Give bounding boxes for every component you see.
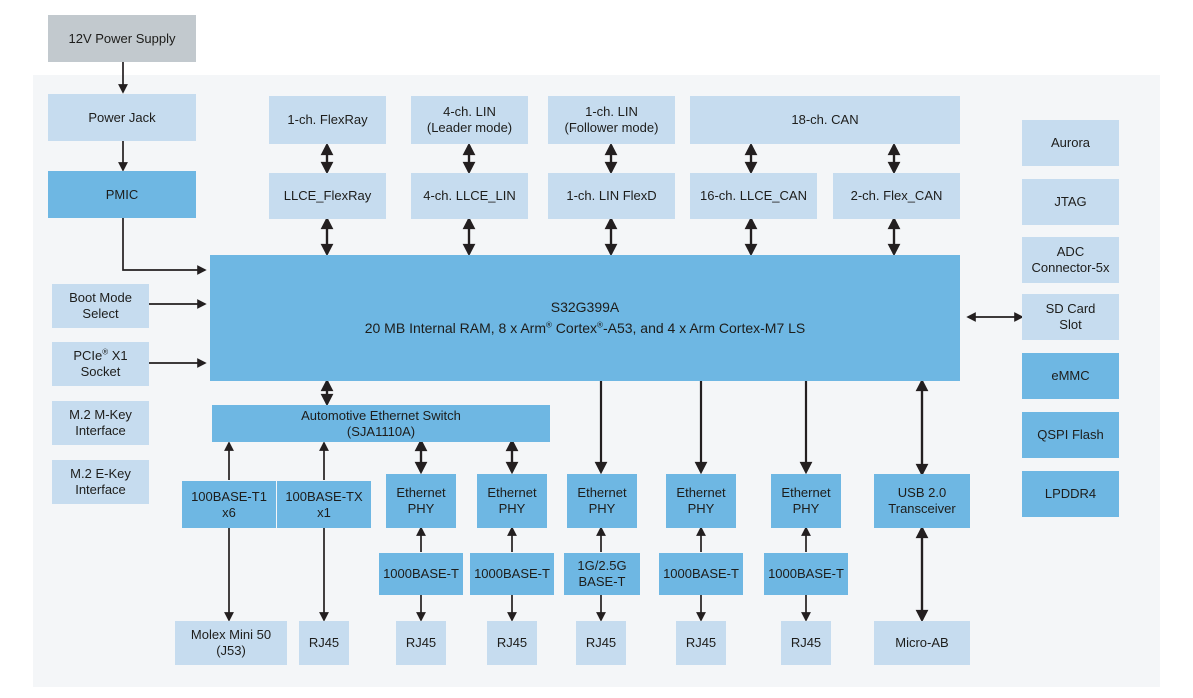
switch-part-label: (SJA1110A)	[346, 423, 416, 439]
block-aurora: Aurora	[1022, 120, 1119, 166]
block-llce-flexray: LLCE_FlexRay	[269, 173, 386, 219]
block-label: RJ45	[496, 635, 528, 651]
block-connector-rj45-1: RJ45	[299, 621, 349, 665]
block-jtag: JTAG	[1022, 179, 1119, 225]
block-12v-power-supply: 12V Power Supply	[48, 15, 196, 62]
block-label: Ethernet PHY	[781, 485, 831, 516]
block-soc-s32g399a: S32G399A 20 MB Internal RAM, 8 x Arm® Co…	[210, 255, 960, 381]
block-ethernet-phy-5: Ethernet PHY	[771, 474, 841, 528]
block-1ch-lin-flexd: 1-ch. LIN FlexD	[548, 173, 675, 219]
block-1ch-flexray: 1-ch. FlexRay	[269, 96, 386, 144]
block-label: 4-ch. LIN (Leader mode)	[426, 104, 513, 135]
block-label: Ethernet PHY	[676, 485, 726, 516]
block-label: Aurora	[1050, 135, 1091, 151]
block-label: Ethernet PHY	[396, 485, 446, 516]
block-connector-rj45-4: RJ45	[576, 621, 626, 665]
block-ethernet-phy-2: Ethernet PHY	[477, 474, 547, 528]
block-label: 1000BASE-T	[474, 566, 550, 582]
block-automotive-ethernet-switch: Automotive Ethernet Switch (SJA1110A)	[212, 405, 550, 442]
block-ethernet-phy-4: Ethernet PHY	[666, 474, 736, 528]
block-ethernet-phy-1: Ethernet PHY	[386, 474, 456, 528]
block-ethernet-phy-3: Ethernet PHY	[567, 474, 637, 528]
switch-label: Automotive Ethernet Switch	[301, 407, 461, 423]
block-label: 1000BASE-T	[768, 566, 844, 582]
block-media-1000base-t-5: 1000BASE-T	[764, 553, 848, 595]
block-label: QSPI Flash	[1037, 427, 1104, 443]
block-label: RJ45	[405, 635, 437, 651]
block-label: Micro-AB	[895, 635, 949, 651]
block-label: RJ45	[585, 635, 617, 651]
block-label: 1000BASE-T	[663, 566, 739, 582]
block-label: 1-ch. LIN (Follower mode)	[564, 104, 659, 135]
block-emmc: eMMC	[1022, 353, 1119, 399]
block-connector-rj45-6: RJ45	[781, 621, 831, 665]
block-connector-rj45-5: RJ45	[676, 621, 726, 665]
block-label: 16-ch. LLCE_CAN	[700, 188, 807, 204]
block-4ch-llce-lin: 4-ch. LLCE_LIN	[411, 173, 528, 219]
block-label: 12V Power Supply	[68, 30, 176, 46]
block-label: RJ45	[308, 635, 340, 651]
block-1ch-lin-follower: 1-ch. LIN (Follower mode)	[548, 96, 675, 144]
block-label: JTAG	[1054, 194, 1087, 210]
block-connector-rj45-2: RJ45	[396, 621, 446, 665]
block-label: Ethernet PHY	[577, 485, 627, 516]
block-lpddr4: LPDDR4	[1022, 471, 1119, 517]
block-label: LPDDR4	[1044, 486, 1097, 502]
diagram-panel-background	[33, 75, 1160, 687]
block-2ch-flex-can: 2-ch. Flex_CAN	[833, 173, 960, 219]
block-label: 1-ch. FlexRay	[287, 112, 368, 128]
block-label: 4-ch. LLCE_LIN	[423, 188, 516, 204]
block-label: 2-ch. Flex_CAN	[850, 188, 943, 204]
block-connector-molex-mini-50: Molex Mini 50(J53)	[175, 621, 287, 665]
block-media-1000base-t-1: 1000BASE-T	[379, 553, 463, 595]
block-18ch-can: 18-ch. CAN	[690, 96, 960, 144]
soc-name: S32G399A	[550, 298, 620, 315]
block-label: 1-ch. LIN FlexD	[566, 188, 657, 204]
block-label: Ethernet PHY	[487, 485, 537, 516]
block-label: RJ45	[790, 635, 822, 651]
block-label: PMIC	[105, 186, 139, 202]
block-label: Molex Mini 50(J53)	[190, 627, 272, 658]
block-label: 1000BASE-T	[383, 566, 459, 582]
block-power-jack: Power Jack	[48, 94, 196, 141]
block-16ch-llce-can: 16-ch. LLCE_CAN	[690, 173, 817, 219]
block-connector-micro-ab: Micro-AB	[874, 621, 970, 665]
block-label: LLCE_FlexRay	[283, 188, 372, 204]
block-connector-rj45-3: RJ45	[487, 621, 537, 665]
soc-description: 20 MB Internal RAM, 8 x Arm® Cortex®-A53…	[364, 320, 806, 336]
block-media-1000base-t-4: 1000BASE-T	[659, 553, 743, 595]
block-qspi-flash: QSPI Flash	[1022, 412, 1119, 458]
block-label: RJ45	[685, 635, 717, 651]
block-label: 18-ch. CAN	[791, 112, 859, 128]
block-4ch-lin-leader: 4-ch. LIN (Leader mode)	[411, 96, 528, 144]
block-label: Power Jack	[88, 109, 156, 125]
block-media-1000base-t-2: 1000BASE-T	[470, 553, 554, 595]
block-pmic: PMIC	[48, 171, 196, 218]
block-label: eMMC	[1051, 368, 1090, 384]
